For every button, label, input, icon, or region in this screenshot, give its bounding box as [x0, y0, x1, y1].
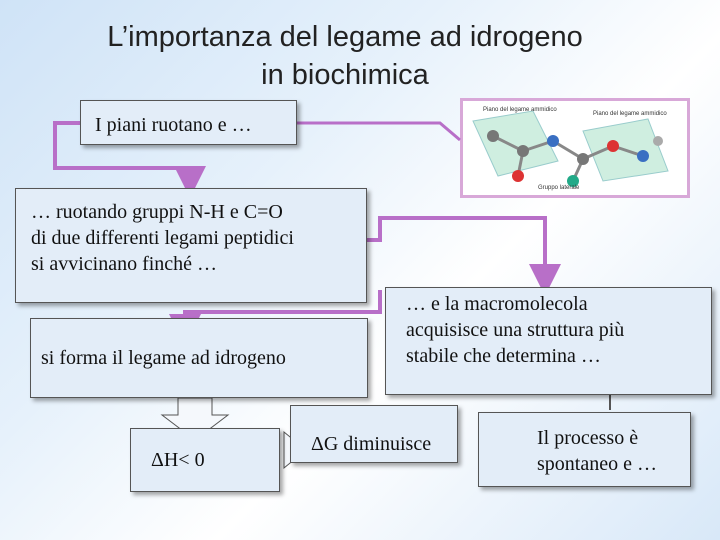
title-line-1: L’importanza del legame ad idrogeno [107, 21, 583, 53]
plane-label-left: Piano del legame ammidico [483, 107, 557, 113]
peptide-plane-image: Piano del legame ammidico Piano del lega… [460, 98, 690, 198]
step-box-planes-rotate: I piani ruotano e … [80, 100, 297, 145]
slide-title: L’importanza del legame ad idrogeno in b… [20, 18, 670, 94]
box-text-line: stabile che determina … [406, 345, 601, 367]
connector-b3-b5 [160, 397, 230, 441]
box-text-line: si forma il legame ad idrogeno [41, 347, 286, 369]
title-line-2: in biochimica [261, 59, 429, 91]
peptide-plane-illustration: Piano del legame ammidico Piano del lega… [472, 107, 669, 191]
step-box-hbond-forms: si forma il legame ad idrogeno [30, 318, 368, 398]
box-text-line: … ruotando gruppi N-H e C=O [31, 201, 283, 223]
box-text-line: ΔH< 0 [151, 449, 205, 471]
step-box-groups-approach: … ruotando gruppi N-H e C=O di due diffe… [15, 188, 367, 303]
box-text-line: spontaneo e … [537, 453, 657, 475]
box-text-line: Il processo è [537, 427, 639, 449]
step-box-stable-structure: … e la macromolecola acquisisce una stru… [385, 287, 712, 395]
step-box-delta-g: ΔG diminuisce [290, 405, 458, 463]
box-text-line: si avvicinano finché … [31, 253, 218, 275]
step-box-delta-h: ΔH< 0 [130, 428, 280, 492]
step-box-spontaneous: Il processo è spontaneo e … [478, 412, 691, 487]
box-text-line: ΔG diminuisce [311, 433, 432, 455]
plane-label-right: Piano del legame ammidico [593, 111, 667, 117]
connector-b1-b2 [53, 121, 206, 198]
box-text-line: … e la macromolecola [406, 293, 588, 315]
box-text-line: acquisisce una struttura più [406, 319, 625, 341]
connector-b2-b4 [367, 216, 561, 296]
connector-b1-image [297, 121, 461, 142]
side-group-label: Gruppo laterale [538, 185, 580, 191]
box-text-line: di due differenti legami peptidici [31, 227, 294, 249]
box-text-line: I piani ruotano e … [95, 114, 252, 136]
